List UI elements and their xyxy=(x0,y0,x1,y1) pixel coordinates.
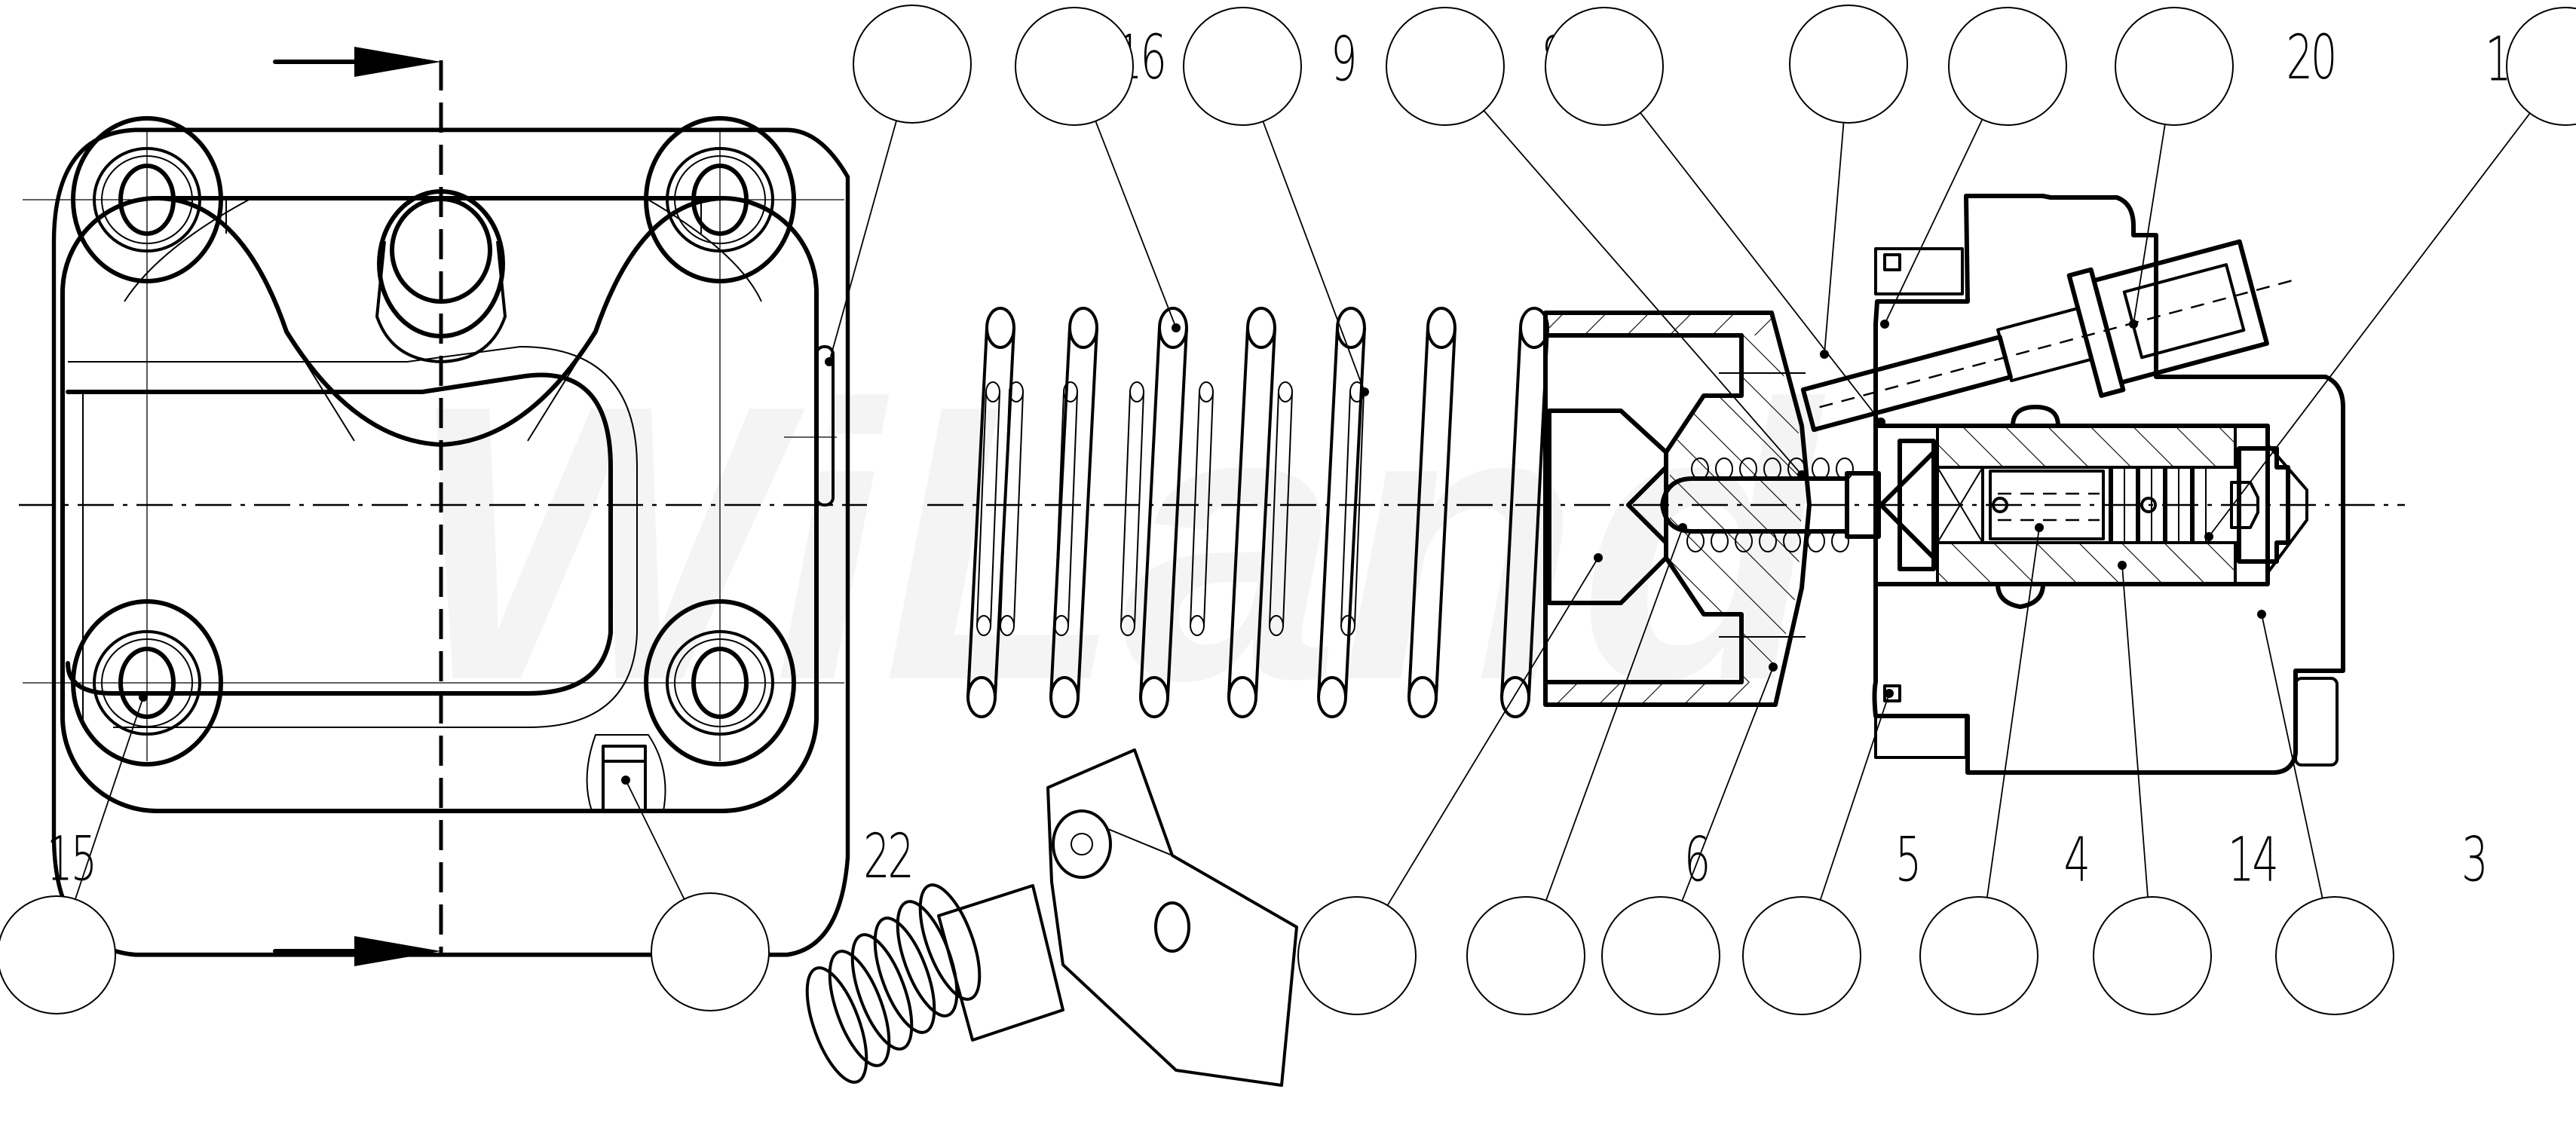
small-spring-coil xyxy=(1783,530,1801,552)
sleeve-part-19 xyxy=(1996,307,2094,383)
small-spring-coil xyxy=(1735,530,1753,552)
inner-spring-coil xyxy=(1000,381,1024,636)
flange-end-view xyxy=(19,47,867,966)
pin-part-16 xyxy=(815,345,835,506)
inner-spring-coil xyxy=(1190,381,1214,636)
section-arrow-top xyxy=(273,47,441,77)
inner-spring-coil xyxy=(976,381,1000,636)
inner-spring-coil xyxy=(1054,381,1078,636)
small-spring-coil xyxy=(1812,457,1830,480)
small-spring-coil xyxy=(1686,530,1705,552)
isometric-pump-view xyxy=(805,748,1298,1087)
inner-spring-coil xyxy=(1120,381,1144,636)
small-spring-coil xyxy=(1836,457,1854,480)
valve-cartridge-part-2 xyxy=(1873,405,2308,609)
connector-part-21 xyxy=(2091,239,2269,385)
small-spring-coil xyxy=(1807,530,1825,552)
small-spring-coil xyxy=(1711,530,1729,552)
small-spring-coil xyxy=(1759,530,1777,552)
section-arrow-bottom xyxy=(273,936,441,966)
small-spring-coil xyxy=(1831,530,1849,552)
